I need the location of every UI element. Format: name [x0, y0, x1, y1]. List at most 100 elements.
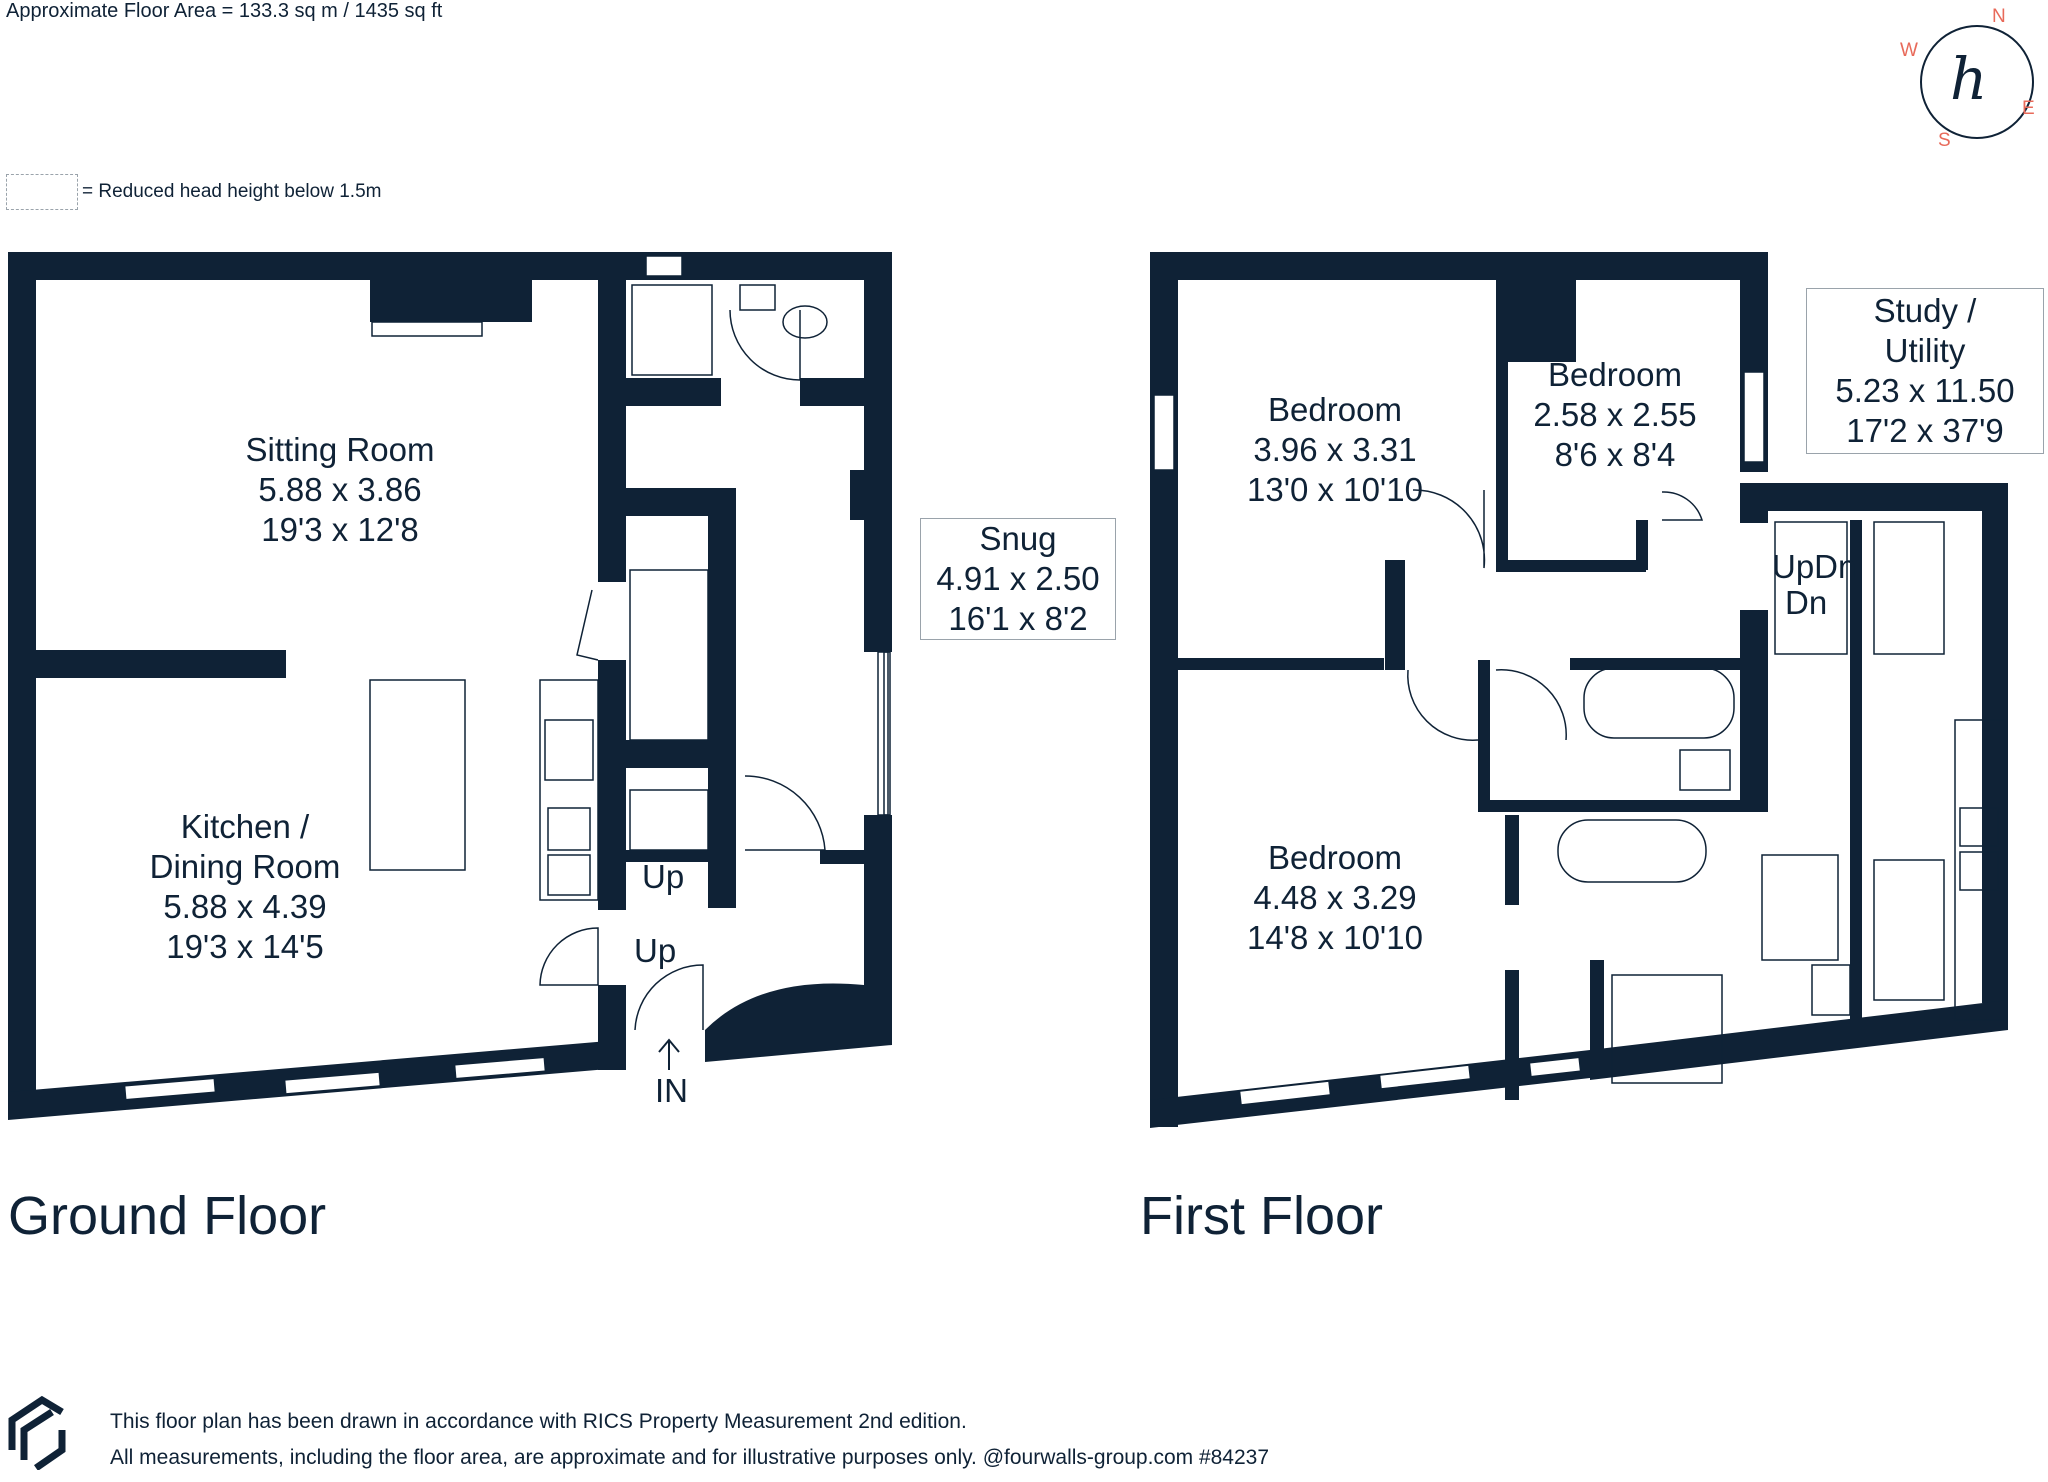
room-metric: 4.91 x 2.50	[936, 560, 1100, 597]
wall	[1982, 483, 2008, 1003]
entrance-label: IN	[655, 1072, 688, 1109]
room-metric: 3.96 x 3.31	[1253, 431, 1417, 468]
stairs-updn-label: UpDn	[1772, 548, 1857, 585]
window	[1528, 1056, 1582, 1078]
wall	[8, 252, 36, 1092]
bath-icon	[1583, 667, 1735, 739]
wall	[705, 983, 864, 1030]
room-metric: 2.58 x 2.55	[1533, 396, 1697, 433]
drainer-icon	[547, 854, 591, 896]
hearth	[371, 321, 483, 337]
room-study-utility: Study / Utility 5.23 x 11.50 17'2 x 37'9	[1806, 288, 2044, 454]
door-swing	[1495, 669, 1567, 741]
door-swing	[744, 775, 826, 851]
window	[453, 1056, 547, 1080]
wall	[1496, 280, 1508, 570]
room-imperial: 16'1 x 8'2	[948, 600, 1088, 637]
wall	[708, 488, 736, 908]
door-swing	[1661, 491, 1704, 521]
wall	[1496, 280, 1576, 362]
stairs	[1774, 521, 1848, 655]
wall	[1505, 815, 1519, 905]
room-imperial: 8'6 x 8'4	[1554, 436, 1676, 473]
window	[1743, 371, 1765, 463]
room-metric: 5.23 x 11.50	[1835, 372, 2015, 409]
door-swing	[576, 589, 599, 661]
kitchen-counter	[539, 679, 599, 901]
room-imperial: 17'2 x 37'9	[1846, 412, 2004, 449]
stairs-up-label: Up	[642, 858, 685, 895]
wall	[1150, 252, 1768, 280]
wall	[598, 660, 626, 910]
room-name: Kitchen /	[180, 808, 310, 845]
footer-disclaimer: All measurements, including the floor ar…	[110, 1446, 1270, 1469]
stairs	[1873, 859, 1945, 1001]
room-name-2: Dining Room	[149, 848, 341, 885]
bath-icon	[1557, 819, 1707, 883]
door-swing	[634, 964, 704, 1031]
shower-tray-icon	[1611, 974, 1723, 1084]
wall	[1740, 483, 2008, 511]
room-name-2: Utility	[1884, 332, 1966, 369]
wall	[598, 252, 626, 582]
legend-text: = Reduced head height below 1.5m	[82, 181, 382, 202]
wall	[864, 815, 892, 1045]
fourwalls-logo-icon	[8, 1395, 66, 1470]
compass-south: S	[1938, 130, 1951, 151]
wall	[1150, 252, 1178, 1127]
wall	[850, 470, 864, 520]
room-bedroom-1: Bedroom 3.96 x 3.31 13'0 x 10'10	[1195, 390, 1475, 510]
room-metric: 5.88 x 4.39	[163, 888, 327, 925]
window	[1238, 1080, 1332, 1106]
door-swing	[1407, 669, 1479, 741]
room-bedroom-3: Bedroom 4.48 x 3.29 14'8 x 10'10	[1195, 838, 1475, 958]
wall	[1478, 800, 1768, 812]
wall	[820, 850, 864, 864]
compass: h N W E S	[1880, 0, 2048, 160]
room-imperial: 19'3 x 14'5	[166, 928, 324, 965]
door-swing	[539, 927, 599, 986]
wall	[1636, 520, 1648, 570]
ground-floor-title: Ground Floor	[8, 1186, 327, 1246]
compass-north: N	[1992, 6, 2006, 27]
first-floor-title: First Floor	[1140, 1186, 1383, 1246]
monogram-logo: h	[1950, 45, 1988, 113]
wall	[1496, 560, 1646, 572]
room-name: Sitting Room	[245, 431, 435, 468]
compass-ring-icon	[1920, 25, 2034, 139]
entry-arrow-icon	[658, 1038, 680, 1053]
wall	[1740, 610, 1768, 800]
wall	[1385, 560, 1405, 670]
compass-west: W	[1900, 40, 1918, 61]
wall	[36, 650, 286, 678]
wall	[1570, 658, 1740, 670]
window	[283, 1071, 382, 1095]
wall	[864, 252, 892, 652]
wall	[1850, 520, 1862, 1020]
stairs-up-label: Up	[634, 932, 677, 969]
wall	[1590, 960, 1604, 1060]
wall	[598, 985, 626, 1070]
wall	[705, 1030, 892, 1062]
window	[1153, 394, 1175, 471]
wall	[1740, 483, 1768, 523]
hob-icon	[544, 719, 594, 781]
door-swing	[1412, 489, 1486, 569]
stairs	[629, 569, 709, 741]
basin-icon	[1811, 964, 1851, 1016]
floor-area-text: Approximate Floor Area = 133.3 sq m / 14…	[6, 0, 443, 22]
kitchen-island	[369, 679, 466, 871]
wall	[1590, 1000, 2008, 1080]
wall	[1478, 660, 1490, 808]
room-name: Snug	[979, 520, 1057, 557]
room-kitchen-dining: Kitchen / Dining Room 5.88 x 4.39 19'3 x…	[105, 807, 385, 967]
room-name: Bedroom	[1268, 839, 1402, 876]
wall	[8, 252, 892, 280]
wall	[800, 378, 864, 406]
room-snug: Snug 4.91 x 2.50 16'1 x 8'2	[920, 518, 1116, 640]
wall	[1178, 658, 1384, 670]
chimney-breast	[370, 280, 532, 322]
room-imperial: 13'0 x 10'10	[1247, 471, 1423, 508]
room-metric: 4.48 x 3.29	[1253, 879, 1417, 916]
